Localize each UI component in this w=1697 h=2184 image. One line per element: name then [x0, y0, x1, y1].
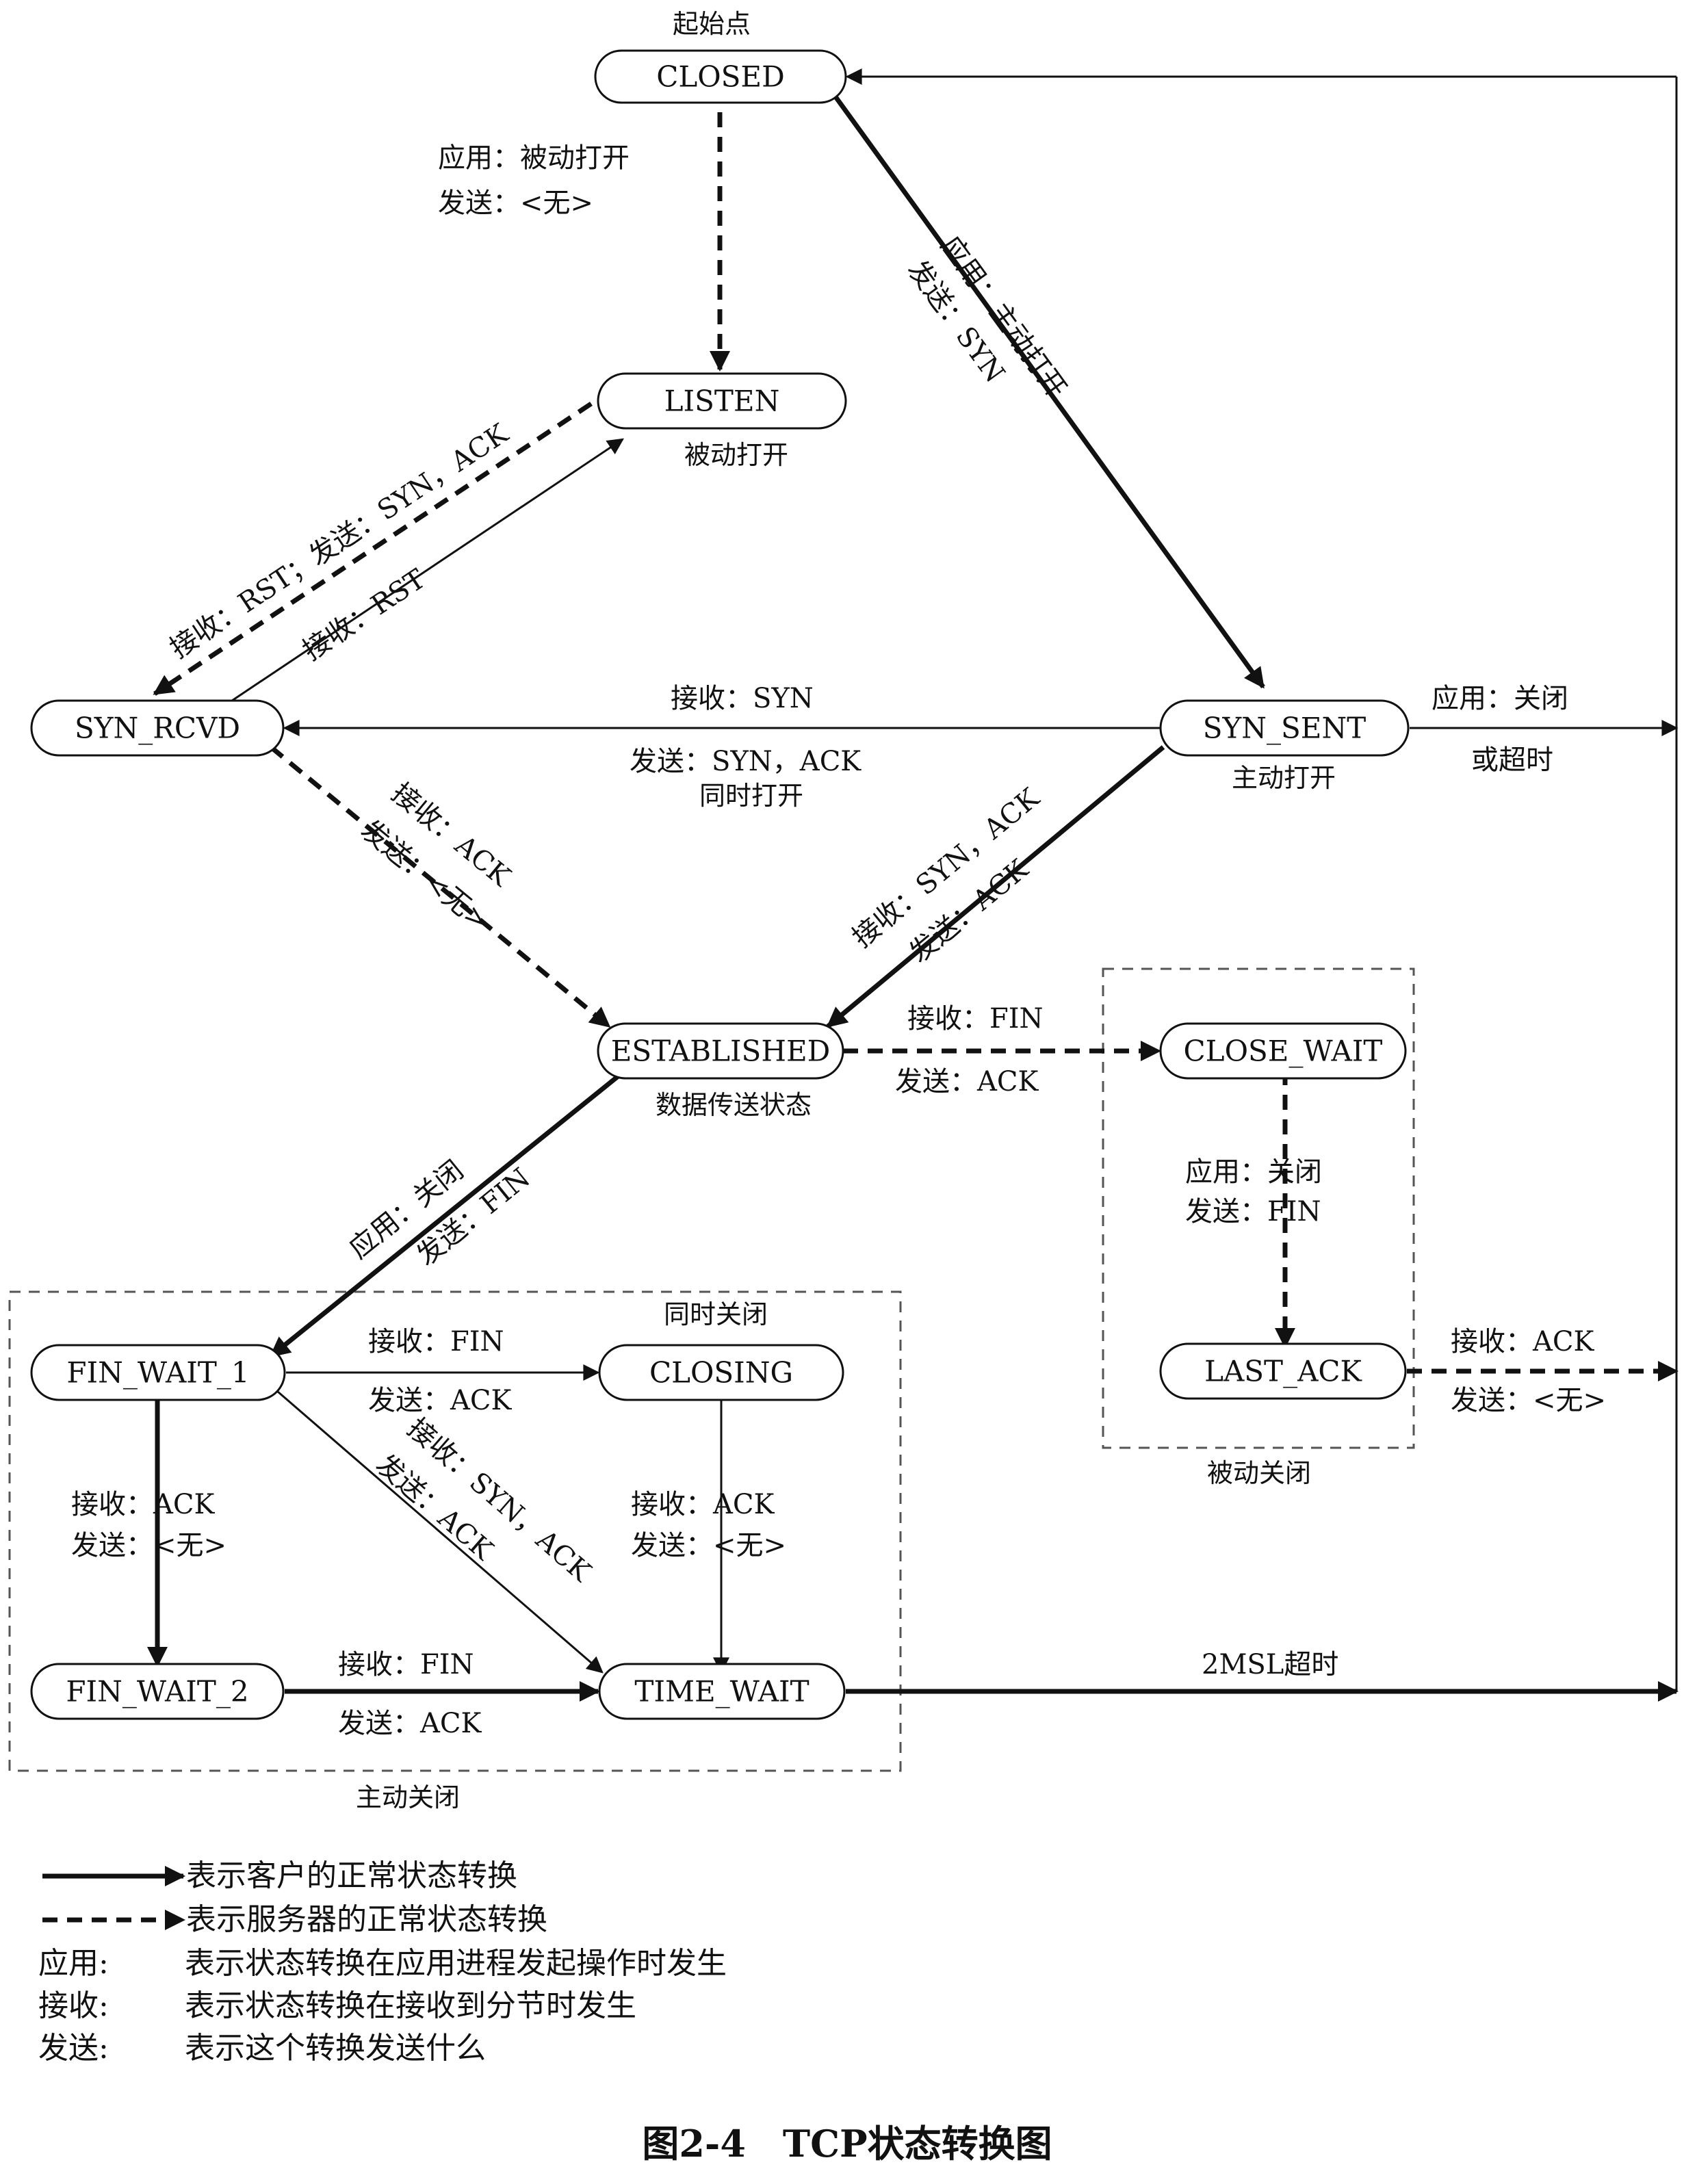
figure-caption: 图2-4 TCP状态转换图: [642, 2122, 1052, 2166]
label-finwait1-closing-2: 发送：ACK: [368, 1385, 512, 1416]
arrow-closed-to-synsent: [833, 94, 1265, 689]
state-fin-wait-1-label: FIN_WAIT_1: [66, 1356, 249, 1390]
label-closed-listen-2: 发送：<无>: [438, 187, 593, 219]
arrow-synrcvd-to-listen: [229, 438, 624, 703]
label-finwait1-finwait2-1: 接收：ACK: [71, 1489, 215, 1520]
label-closing-timewait-2: 发送：<无>: [631, 1530, 786, 1561]
label-finwait1-finwait2-2: 发送：<无>: [71, 1530, 226, 1561]
state-closing-label: CLOSING: [649, 1356, 793, 1390]
label-finwait2-timewait-1: 接收：FIN: [338, 1649, 474, 1680]
label-closed-listen-1: 应用：被动打开: [438, 142, 630, 174]
state-closing: CLOSING: [598, 1344, 844, 1401]
note-data-transfer: 数据传送状态: [656, 1090, 812, 1120]
label-synsent-synrcvd-1: 接收：SYN: [671, 683, 814, 714]
label-synsent-closed-2: 或超时: [1471, 744, 1553, 776]
legend-client-text: 表示客户的正常状态转换: [186, 1858, 517, 1893]
state-closed-label: CLOSED: [656, 60, 785, 94]
legend-app-desc: 表示状态转换在应用进程发起操作时发生: [185, 1946, 727, 1981]
state-fin-wait-2-label: FIN_WAIT_2: [66, 1675, 248, 1708]
state-syn-rcvd-label: SYN_RCVD: [75, 712, 240, 745]
note-simultaneous-close: 同时关闭: [664, 1299, 768, 1329]
label-timewait-closed: 2MSL超时: [1202, 1649, 1338, 1680]
label-lastack-closed-2: 发送：<无>: [1451, 1385, 1606, 1416]
note-passive-open: 被动打开: [684, 440, 788, 470]
label-closewait-lastack-1: 应用：关闭: [1185, 1156, 1322, 1188]
state-close-wait: CLOSE_WAIT: [1159, 1022, 1407, 1080]
note-active-close: 主动关闭: [356, 1782, 460, 1812]
legend-send-key: 发送:: [38, 2031, 109, 2066]
state-established: ESTABLISHED: [597, 1022, 844, 1080]
state-closed: CLOSED: [594, 49, 847, 104]
note-simultaneous-open: 同时打开: [699, 781, 803, 811]
legend-recv-desc: 表示状态转换在接收到分节时发生: [185, 1988, 636, 2023]
state-syn-sent: SYN_SENT: [1159, 699, 1410, 757]
note-start-point: 起始点: [673, 9, 751, 39]
state-time-wait-label: TIME_WAIT: [634, 1675, 809, 1708]
label-finwait1-closing-1: 接收：FIN: [368, 1326, 504, 1357]
label-established-closewait-1: 接收：FIN: [907, 1003, 1044, 1035]
state-syn-sent-label: SYN_SENT: [1203, 712, 1366, 745]
arrow-listen-to-synrcvd: [153, 402, 593, 696]
label-synsent-closed-1: 应用：关闭: [1432, 683, 1568, 714]
note-active-open: 主动打开: [1232, 763, 1336, 793]
label-synsent-synrcvd-2: 发送：SYN，ACK: [630, 746, 862, 777]
state-syn-rcvd: SYN_RCVD: [30, 699, 285, 757]
legend-send-desc: 表示这个转换发送什么: [185, 2031, 486, 2066]
note-passive-close: 被动关闭: [1207, 1458, 1311, 1488]
arrow-finwait1-to-timewait: [277, 1390, 604, 1674]
label-closing-timewait-1: 接收：ACK: [631, 1489, 775, 1520]
state-listen-label: LISTEN: [664, 385, 780, 418]
label-synrcvd-listen: 接收：RST: [297, 563, 431, 666]
state-established-label: ESTABLISHED: [611, 1035, 831, 1068]
legend-app-key: 应用:: [38, 1946, 109, 1981]
state-fin-wait-2: FIN_WAIT_2: [30, 1663, 285, 1720]
active-close-group: [8, 1290, 902, 1772]
arrow-established-to-finwait1: [269, 1069, 626, 1358]
label-finwait2-timewait-2: 发送：ACK: [338, 1708, 482, 1739]
label-lastack-closed-1: 接收：ACK: [1451, 1326, 1594, 1357]
arrow-synsent-to-established: [826, 745, 1165, 1028]
legend-recv-key: 接收:: [38, 1988, 109, 2023]
label-established-closewait-2: 发送：ACK: [895, 1066, 1039, 1097]
legend-server-text: 表示服务器的正常状态转换: [186, 1902, 547, 1937]
state-last-ack: LAST_ACK: [1159, 1342, 1407, 1400]
state-close-wait-label: CLOSE_WAIT: [1184, 1035, 1383, 1068]
state-listen: LISTEN: [597, 372, 847, 430]
state-fin-wait-1: FIN_WAIT_1: [30, 1344, 286, 1401]
state-last-ack-label: LAST_ACK: [1204, 1355, 1362, 1388]
passive-close-group: [1102, 967, 1415, 1449]
state-time-wait: TIME_WAIT: [598, 1663, 846, 1720]
label-closewait-lastack-2: 发送：FIN: [1185, 1196, 1321, 1227]
